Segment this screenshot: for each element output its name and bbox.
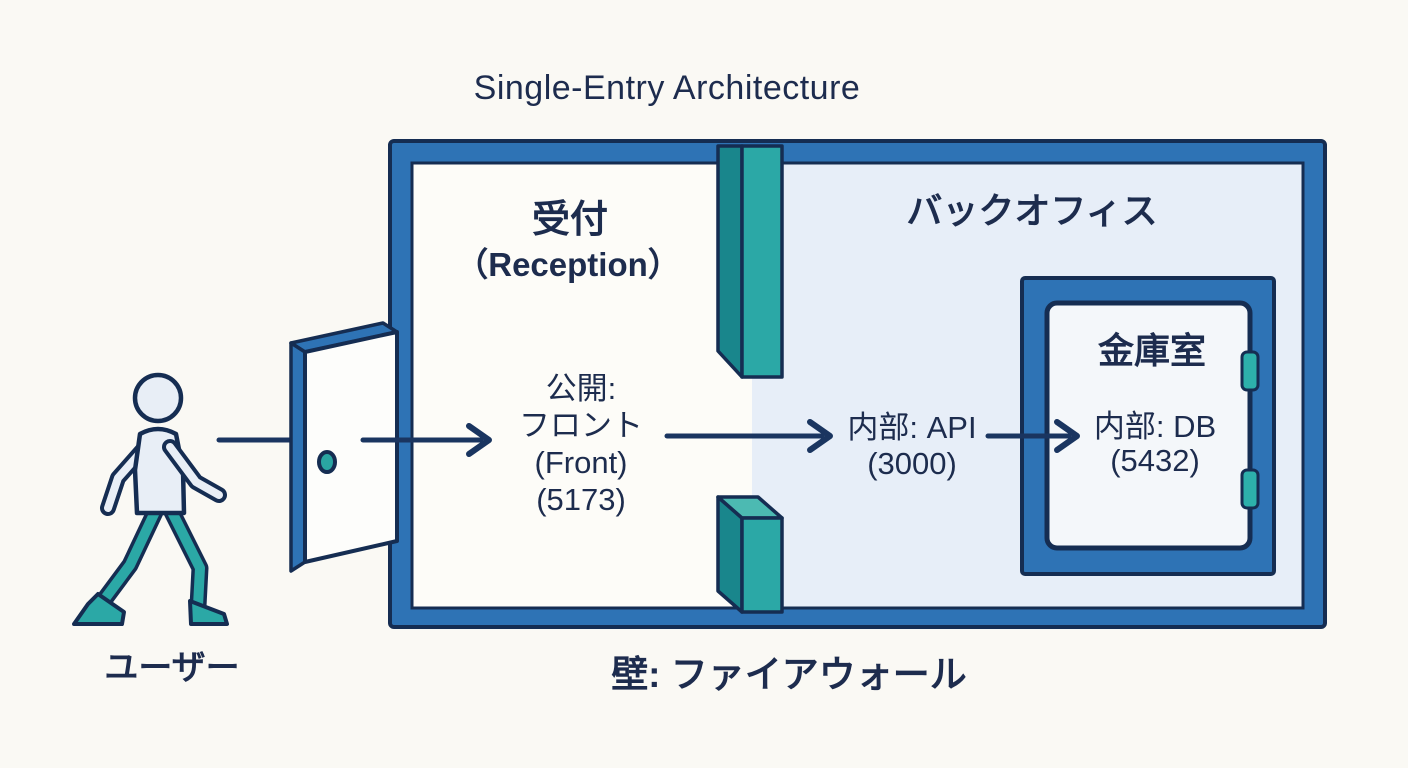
vault-hinge-top-icon	[1240, 350, 1260, 392]
backoffice-text: バックオフィス 内部: API (3000)	[847, 190, 1157, 481]
flow-arrows	[664, 419, 1080, 453]
front-service-name-ja: フロント	[519, 408, 643, 443]
door-panel	[303, 330, 399, 564]
db-service-port: (5432)	[1110, 443, 1200, 478]
arrow-api-to-db	[985, 419, 1080, 453]
inner-wall-edge	[410, 161, 1305, 610]
vault-text: 金庫室 内部: DB (5432)	[1094, 330, 1216, 478]
api-service-port: (3000)	[867, 446, 957, 481]
entry-door	[289, 321, 399, 573]
vault	[1020, 276, 1276, 576]
vault-title-ja: 金庫室	[1097, 330, 1206, 371]
user-front-shoe	[188, 599, 229, 626]
user-head	[132, 372, 184, 424]
reception-title-en: （Reception）	[455, 246, 681, 283]
user-icon	[72, 372, 229, 626]
partition-lower-front	[740, 516, 784, 614]
db-service-name: 内部: DB	[1094, 409, 1216, 444]
partition-upper-side	[716, 144, 744, 379]
front-service-visibility: 公開:	[546, 371, 617, 406]
reception-text: 受付 （Reception） 公開: フロント (Front) (5173)	[455, 199, 681, 517]
reception-title-ja: 受付	[532, 199, 608, 241]
arrow-user-to-front-head	[360, 423, 492, 457]
api-service-name: 内部: API	[847, 410, 976, 445]
vault-hinge-bottom-icon	[1240, 468, 1260, 510]
backoffice-title-ja: バックオフィス	[906, 190, 1157, 231]
partition-wall	[716, 144, 784, 614]
arrow-front-to-api	[664, 419, 833, 453]
front-service-port: (5173)	[536, 482, 626, 517]
diagram-title: Single-Entry Architecture	[474, 69, 861, 107]
door-side-edge	[289, 341, 307, 573]
partition-upper-front	[740, 144, 784, 379]
vault-door	[1044, 300, 1253, 551]
door-knob-icon	[317, 450, 337, 474]
user-back-shoe	[72, 592, 126, 626]
user-label: ユーザー	[104, 649, 239, 687]
firewall-label: 壁: ファイアウォール	[611, 654, 967, 695]
user-torso	[132, 426, 187, 516]
front-service-name-en: (Front)	[535, 445, 628, 480]
